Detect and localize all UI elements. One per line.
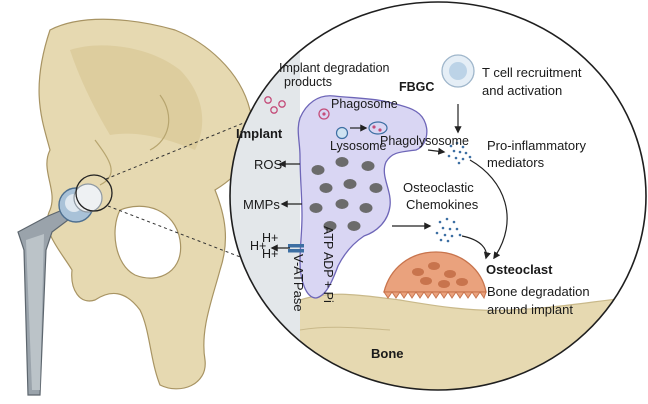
label-pro-inflammatory-1: Pro-inflammatory (487, 138, 586, 153)
degradation-products (264, 96, 286, 114)
label-pro-inflammatory-2: mediators (487, 155, 545, 170)
pro-inflammatory-dots (447, 141, 472, 165)
arrows (278, 104, 508, 260)
hip-implant-icon (17, 183, 103, 396)
label-phagolysosome: Phagolysosome (380, 134, 469, 148)
label-implant-degradation-2: products (284, 75, 332, 89)
zoom-circle-border (229, 1, 647, 391)
pelvis-bone-icon (38, 18, 254, 390)
label-implant-degradation-1: Implant degradation (279, 61, 390, 75)
label-osteoclastic-2: Chemokines (406, 197, 479, 212)
label-ros: ROS (254, 157, 283, 172)
label-t-cell-1: T cell recruitment (482, 65, 582, 80)
label-h-plus-3: H+ (262, 247, 278, 261)
label-mmps: MMPs (243, 197, 280, 212)
label-osteoclastic-1: Osteoclastic (403, 180, 474, 195)
label-t-cell-2: and activation (482, 83, 562, 98)
label-h-plus-2: H+ (262, 231, 278, 245)
fbgc-nuclei (309, 157, 383, 231)
label-atp-reaction: ATP ADP + Pi (321, 226, 335, 303)
fbgc-cell (297, 95, 428, 299)
label-v-atpase: V-ATPase (291, 254, 306, 312)
osteoclast-icon (383, 251, 487, 300)
zoom-circle (75, 174, 113, 212)
label-bone-degradation-1: Bone degradation (487, 284, 590, 299)
label-phagosome: Phagosome (331, 97, 398, 111)
label-bone-degradation-2: around implant (487, 302, 573, 317)
label-osteoclast: Osteoclast (486, 262, 553, 277)
vesicles (318, 108, 388, 140)
v-atpase-pump-icon (288, 244, 304, 253)
t-cell-icon (441, 54, 475, 88)
label-h-plus-1: H+ (250, 239, 266, 253)
chemokine-dots (435, 217, 462, 243)
zoom-line-bottom (107, 205, 301, 281)
label-implant: Implant (236, 126, 283, 141)
label-bone: Bone (371, 346, 404, 361)
label-lysosome: Lysosome (330, 139, 387, 153)
label-fbgc: FBGC (399, 80, 434, 94)
